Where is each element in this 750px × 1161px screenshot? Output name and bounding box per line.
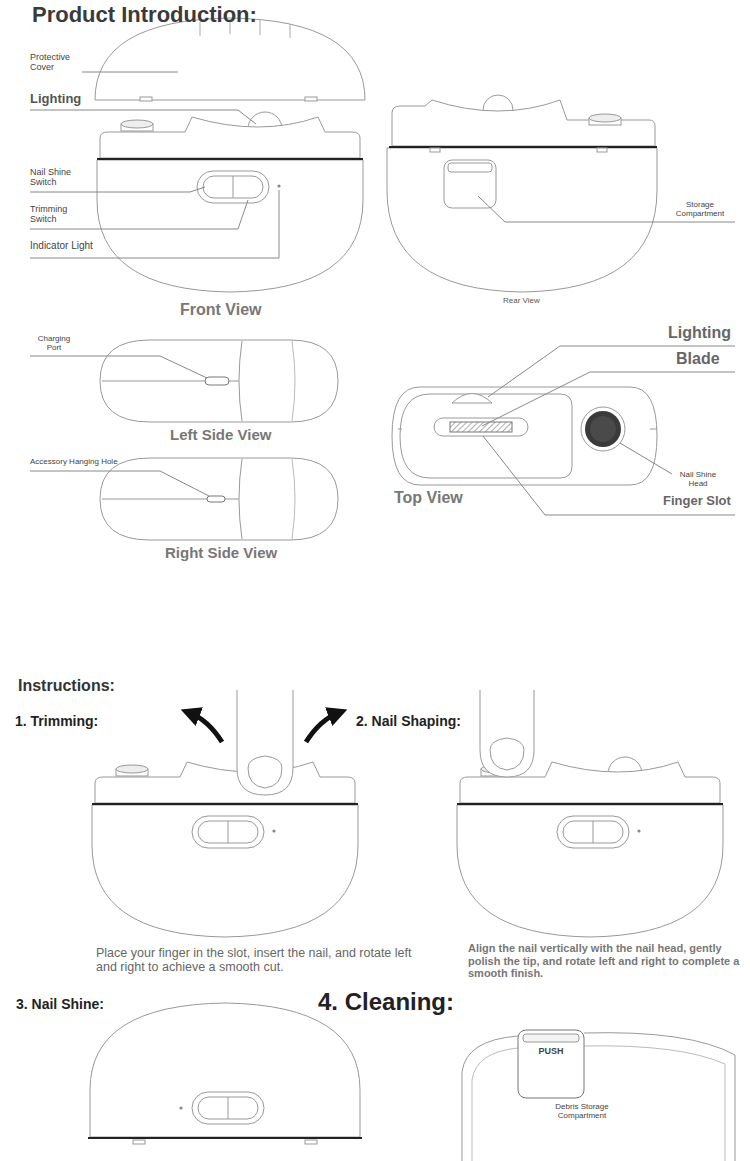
label-holder: Protective Cover (30, 52, 80, 73)
part-label: Charging Port (30, 334, 78, 352)
part-label: Protective Cover (30, 52, 80, 73)
part-label: Accessory Hanging Hole (30, 457, 118, 466)
part-label: Indicator Light (30, 240, 93, 252)
part-label: Lighting (30, 92, 81, 107)
label-holder: Lighting (668, 324, 731, 342)
page-title: Product Introduction: (32, 2, 257, 27)
label-holder: 3. Nail Shine: (16, 996, 104, 1012)
label-holder: 1. Trimming: (15, 713, 98, 729)
label-holder: Lighting (30, 92, 81, 107)
label-holder: Charging Port (30, 334, 78, 352)
label-holder: Rear View (503, 296, 540, 305)
view-caption: Front View (180, 301, 262, 319)
label-holder: Left Side View (170, 426, 271, 443)
step-heading: 1. Trimming: (15, 713, 98, 729)
part-label: Debris Storage Compartment (546, 1102, 618, 1120)
step-heading: 2. Nail Shaping: (356, 713, 461, 729)
label-holder: Front View (180, 301, 262, 319)
step-heading: 3. Nail Shine: (16, 996, 104, 1012)
label-holder: Debris Storage Compartment (546, 1102, 618, 1120)
part-label: Nail Shine Switch (30, 167, 80, 188)
label-holder: 2. Nail Shaping: (356, 713, 461, 729)
part-label: Finger Slot (663, 494, 731, 509)
part-label: Nail Shine Head (676, 470, 720, 488)
step-note: Align the nail vertically with the nail … (468, 942, 744, 980)
view-caption: Left Side View (170, 426, 271, 443)
label-holder: Trimming Switch (30, 204, 80, 225)
view-caption: Top View (394, 489, 463, 507)
label-holder: Right Side View (165, 544, 277, 561)
label-holder: Nail Shine Head (676, 470, 720, 488)
part-label: Trimming Switch (30, 204, 80, 225)
section-heading: Instructions: (18, 677, 115, 695)
label-holder: Indicator Light (30, 240, 93, 252)
step-note: Place your finger in the slot, insert th… (96, 946, 426, 975)
label-holder: Accessory Hanging Hole (30, 457, 118, 466)
label-holder: Instructions: (18, 677, 115, 695)
label-holder: Storage Compartment (668, 200, 732, 218)
label-holder: Align the nail vertically with the nail … (468, 942, 744, 980)
label-holder: Product Introduction: (32, 2, 257, 27)
button-label: PUSH (536, 1046, 566, 1056)
view-caption: Rear View (503, 296, 540, 305)
label-holder: Finger Slot (663, 494, 731, 509)
step-heading: 4. Cleaning: (318, 988, 454, 1016)
part-label: Blade (676, 350, 720, 368)
view-caption: Right Side View (165, 544, 277, 561)
label-holder: PUSH (536, 1046, 566, 1056)
part-label: Storage Compartment (668, 200, 732, 218)
label-holder: Place your finger in the slot, insert th… (96, 946, 426, 975)
label-holder: 4. Cleaning: (318, 988, 454, 1016)
label-holder: Nail Shine Switch (30, 167, 80, 188)
label-holder: Blade (676, 350, 720, 368)
label-holder: Top View (394, 489, 463, 507)
part-label: Lighting (668, 324, 731, 342)
